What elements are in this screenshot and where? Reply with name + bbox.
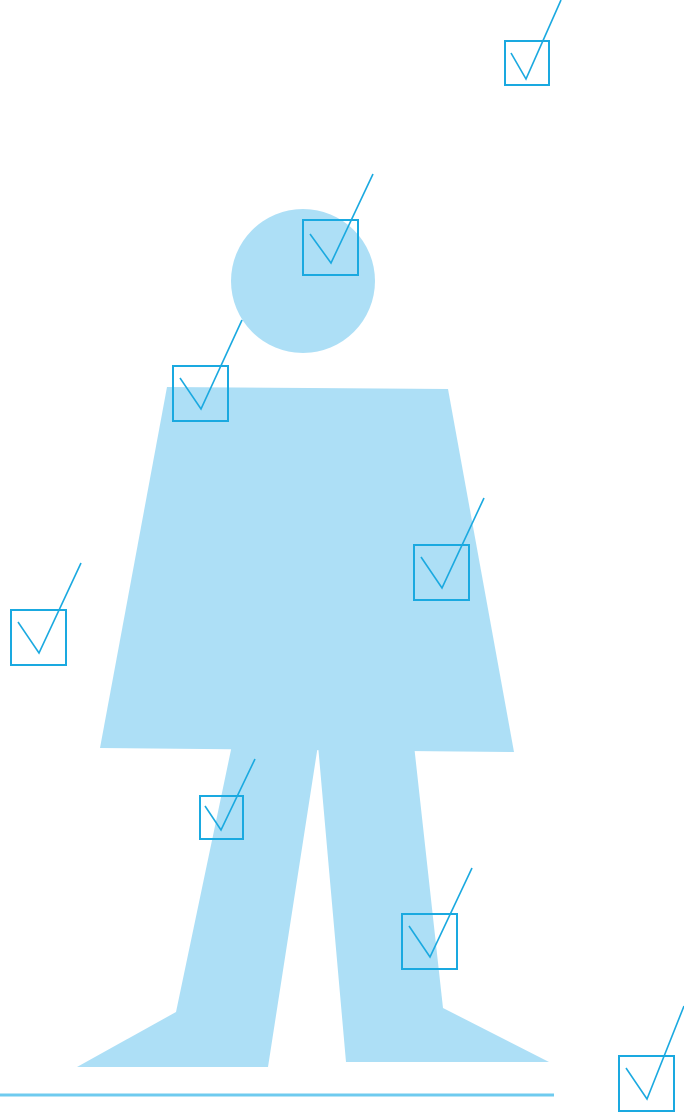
checkbox-frame (11, 610, 66, 665)
checkmark-icon (511, 0, 561, 79)
checkbox-top-right[interactable] (505, 0, 561, 85)
checkmark-icon (18, 563, 81, 653)
checkbox-left-side[interactable] (11, 563, 81, 665)
checkmark-icon (626, 1006, 684, 1099)
person-silhouette-icon (77, 209, 549, 1067)
figure-left-leg (77, 745, 318, 1067)
figure-right-leg (318, 745, 549, 1062)
checkbox-frame (619, 1056, 674, 1111)
figure-torso (100, 387, 514, 752)
checkbox-bottom-right[interactable] (619, 1006, 684, 1111)
